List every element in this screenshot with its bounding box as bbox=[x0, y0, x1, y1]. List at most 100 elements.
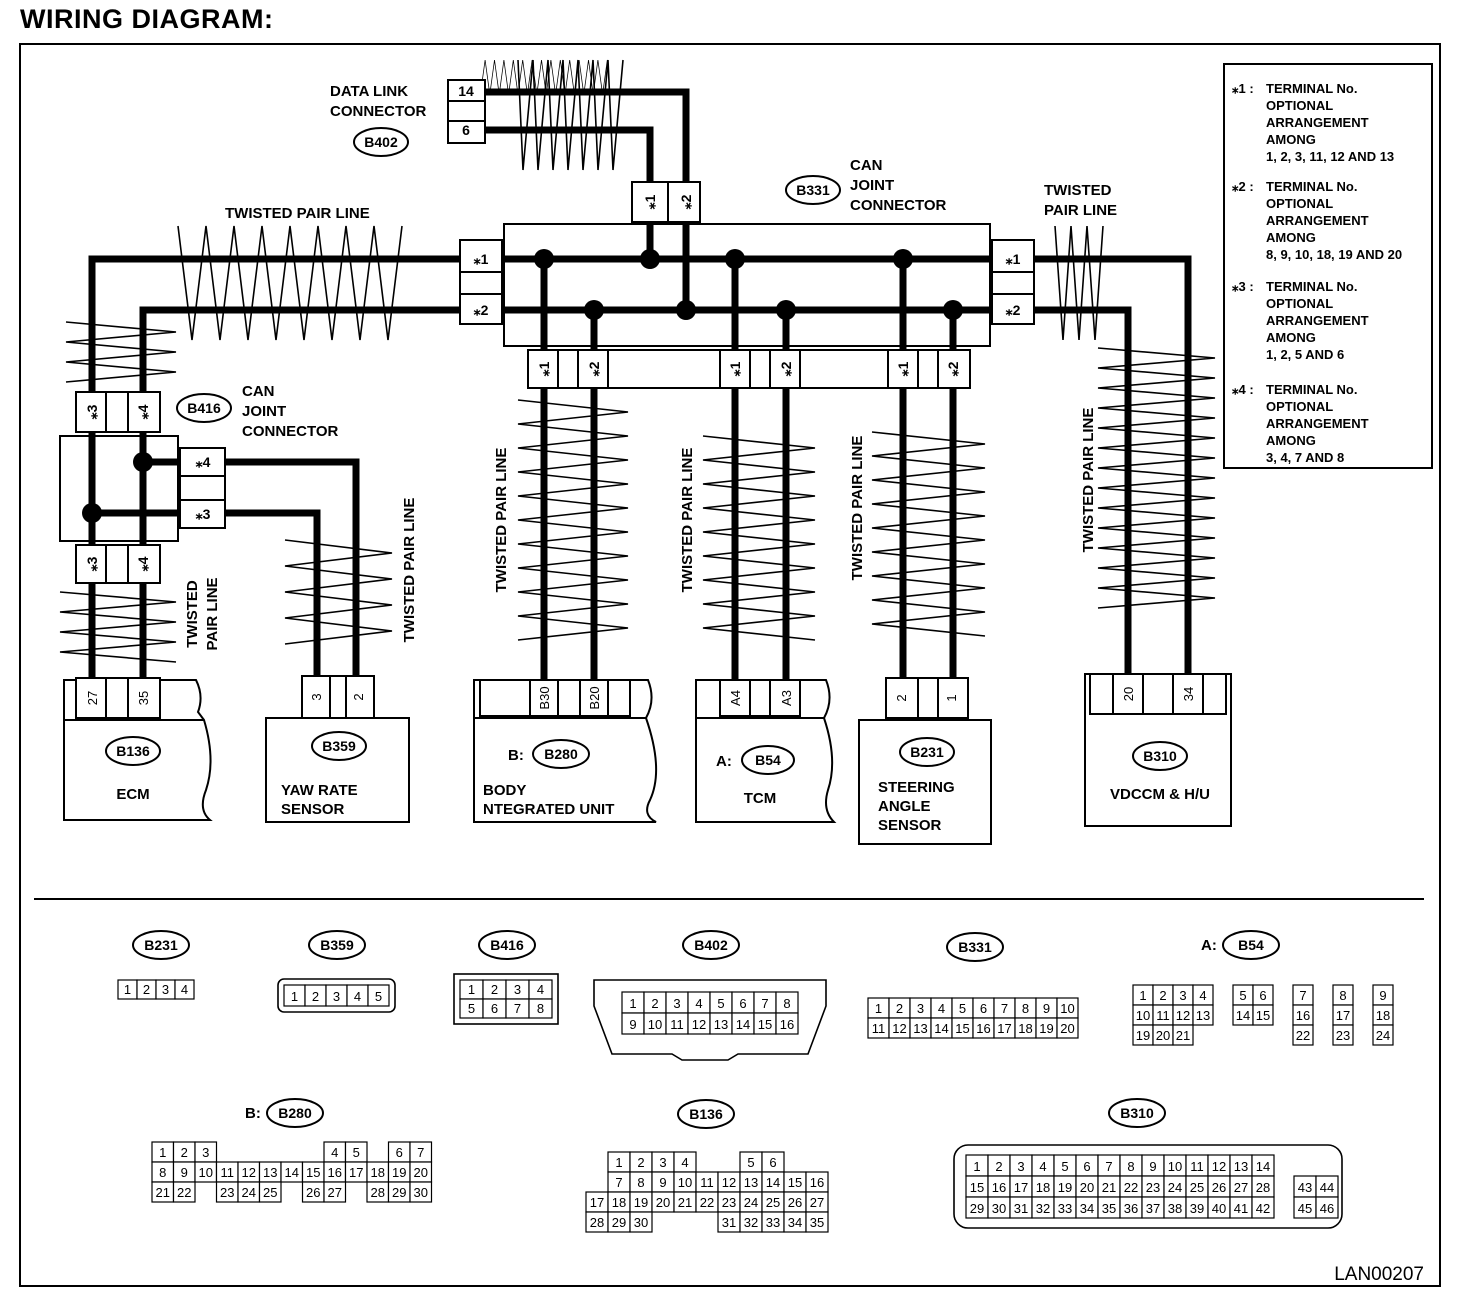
pin-number: 13 bbox=[744, 1175, 758, 1190]
pin-number: 21 bbox=[678, 1195, 692, 1210]
pin-number: 14 bbox=[736, 1017, 750, 1032]
pin-number: 22 bbox=[700, 1195, 714, 1210]
pin-number: 13 bbox=[263, 1165, 277, 1180]
twist-left-lower bbox=[59, 591, 177, 663]
pin-number: 33 bbox=[1058, 1201, 1072, 1216]
pin-number: 16 bbox=[992, 1180, 1006, 1195]
pin-number: 8 bbox=[537, 1001, 544, 1016]
pin-number: 5 bbox=[959, 1001, 966, 1016]
pin-s2: ⁎2 bbox=[586, 361, 602, 376]
pin-number: 3 bbox=[673, 996, 680, 1011]
pin-s4: ⁎4 bbox=[135, 556, 151, 571]
pin-cell bbox=[1056, 1017, 1079, 1039]
pin-number: 10 bbox=[199, 1165, 213, 1180]
pin-s2: ⁎2 bbox=[945, 361, 961, 376]
pin-number: 11 bbox=[1156, 1008, 1170, 1023]
pin-number: 11 bbox=[1190, 1159, 1204, 1174]
b416-bottom-terminal: ⁎3 ⁎4 bbox=[75, 544, 161, 584]
pin-number: 8 bbox=[783, 996, 790, 1011]
note-line: ARRANGEMENT bbox=[1266, 213, 1369, 228]
pin-number: 2 bbox=[1159, 988, 1166, 1003]
twist-top-right bbox=[1054, 225, 1104, 341]
note-line: AMONG bbox=[1266, 330, 1316, 345]
label-twisted-pair-yaw: TWISTED PAIR LINE bbox=[401, 498, 418, 643]
pin-number: 45 bbox=[1298, 1201, 1312, 1216]
pin-number: 29 bbox=[392, 1185, 406, 1200]
pin-number: 12 bbox=[692, 1017, 706, 1032]
pin-1: 1 bbox=[944, 694, 959, 701]
note-mark: ⁎3 : bbox=[1232, 279, 1254, 294]
pin-number: 16 bbox=[780, 1017, 794, 1032]
twist-tcm bbox=[702, 435, 816, 641]
pin-number: 38 bbox=[1168, 1201, 1182, 1216]
twist-b402 bbox=[480, 59, 624, 171]
label-twisted-pair-steer: TWISTED PAIR LINE bbox=[849, 436, 866, 581]
pin-number: 15 bbox=[758, 1017, 772, 1032]
pin-s4: ⁎4 bbox=[135, 404, 151, 419]
pin-number: 2 bbox=[651, 996, 658, 1011]
pin-number: 13 bbox=[714, 1017, 728, 1032]
unit-label-ecm: ECM bbox=[116, 786, 149, 803]
connector-id: B331 bbox=[958, 939, 992, 955]
pin-number: 32 bbox=[744, 1215, 758, 1230]
pin-s2: ⁎2 bbox=[678, 194, 694, 209]
pin-number: 13 bbox=[1196, 1008, 1210, 1023]
pin-number: 4 bbox=[181, 982, 188, 997]
note-line: 1, 2, 3, 11, 12 AND 13 bbox=[1266, 149, 1394, 164]
pin-number: 12 bbox=[1212, 1159, 1226, 1174]
document-id: LAN00207 bbox=[1334, 1264, 1424, 1285]
pin-number: 8 bbox=[1022, 1001, 1029, 1016]
connector-label-b280: B280 bbox=[544, 746, 578, 762]
unit-ecm: 27 35 B136 ECM bbox=[63, 677, 213, 821]
note-line: TERMINAL No. bbox=[1266, 179, 1357, 194]
pin-number: 43 bbox=[1298, 1180, 1312, 1195]
unit-yaw-rate-sensor: 3 2 B359 YAW RATE SENSOR bbox=[265, 675, 410, 823]
pin-number: 16 bbox=[810, 1175, 824, 1190]
pin-35: 35 bbox=[136, 691, 151, 705]
pin-number: 7 bbox=[1001, 1001, 1008, 1016]
pin-number: 17 bbox=[349, 1165, 363, 1180]
pin-number: 14 bbox=[1256, 1159, 1270, 1174]
unit-label-steer-2: ANGLE bbox=[878, 798, 931, 815]
label-connector: CONNECTOR bbox=[330, 103, 427, 120]
pin-number: 11 bbox=[221, 1165, 235, 1180]
pin-a3: A3 bbox=[779, 690, 794, 706]
pin-cell bbox=[1332, 1024, 1354, 1046]
pin-s3: ⁎3 bbox=[84, 556, 100, 571]
note-line: 1, 2, 5 AND 6 bbox=[1266, 347, 1344, 362]
frame bbox=[19, 43, 1441, 1287]
pin-number: 14 bbox=[934, 1021, 948, 1036]
pin-number: 33 bbox=[766, 1215, 780, 1230]
note-line: OPTIONAL bbox=[1266, 196, 1333, 211]
pin-number: 1 bbox=[124, 982, 131, 997]
pin-number: 26 bbox=[1212, 1180, 1226, 1195]
pin-cell bbox=[172, 1181, 196, 1203]
pin-number: 5 bbox=[353, 1145, 360, 1160]
pin-number: 19 bbox=[392, 1165, 406, 1180]
pin-number: 4 bbox=[1039, 1159, 1046, 1174]
pin-number: 6 bbox=[491, 1001, 498, 1016]
pin-number: 14 bbox=[1236, 1008, 1250, 1023]
pin-s1: ⁎1 bbox=[536, 361, 552, 376]
pin-cell bbox=[805, 1211, 829, 1233]
pin-number: 1 bbox=[159, 1145, 166, 1160]
note-line: TERMINAL No. bbox=[1266, 382, 1357, 397]
pin-number: 32 bbox=[1036, 1201, 1050, 1216]
pin-number: 14 bbox=[285, 1165, 299, 1180]
pin-number: 9 bbox=[1149, 1159, 1156, 1174]
pin-number: 30 bbox=[634, 1215, 648, 1230]
pin-number: 6 bbox=[1259, 988, 1266, 1003]
pin-number: 12 bbox=[1176, 1008, 1190, 1023]
pin-number: 9 bbox=[1379, 988, 1386, 1003]
connector-id-oval bbox=[308, 930, 366, 960]
pin-cell bbox=[258, 1181, 282, 1203]
pin-number: 25 bbox=[1190, 1180, 1204, 1195]
pin-number: 1 bbox=[1139, 988, 1146, 1003]
pin-number: 2 bbox=[312, 989, 319, 1004]
note-line: TERMINAL No. bbox=[1266, 81, 1357, 96]
junction-dots bbox=[82, 249, 963, 523]
